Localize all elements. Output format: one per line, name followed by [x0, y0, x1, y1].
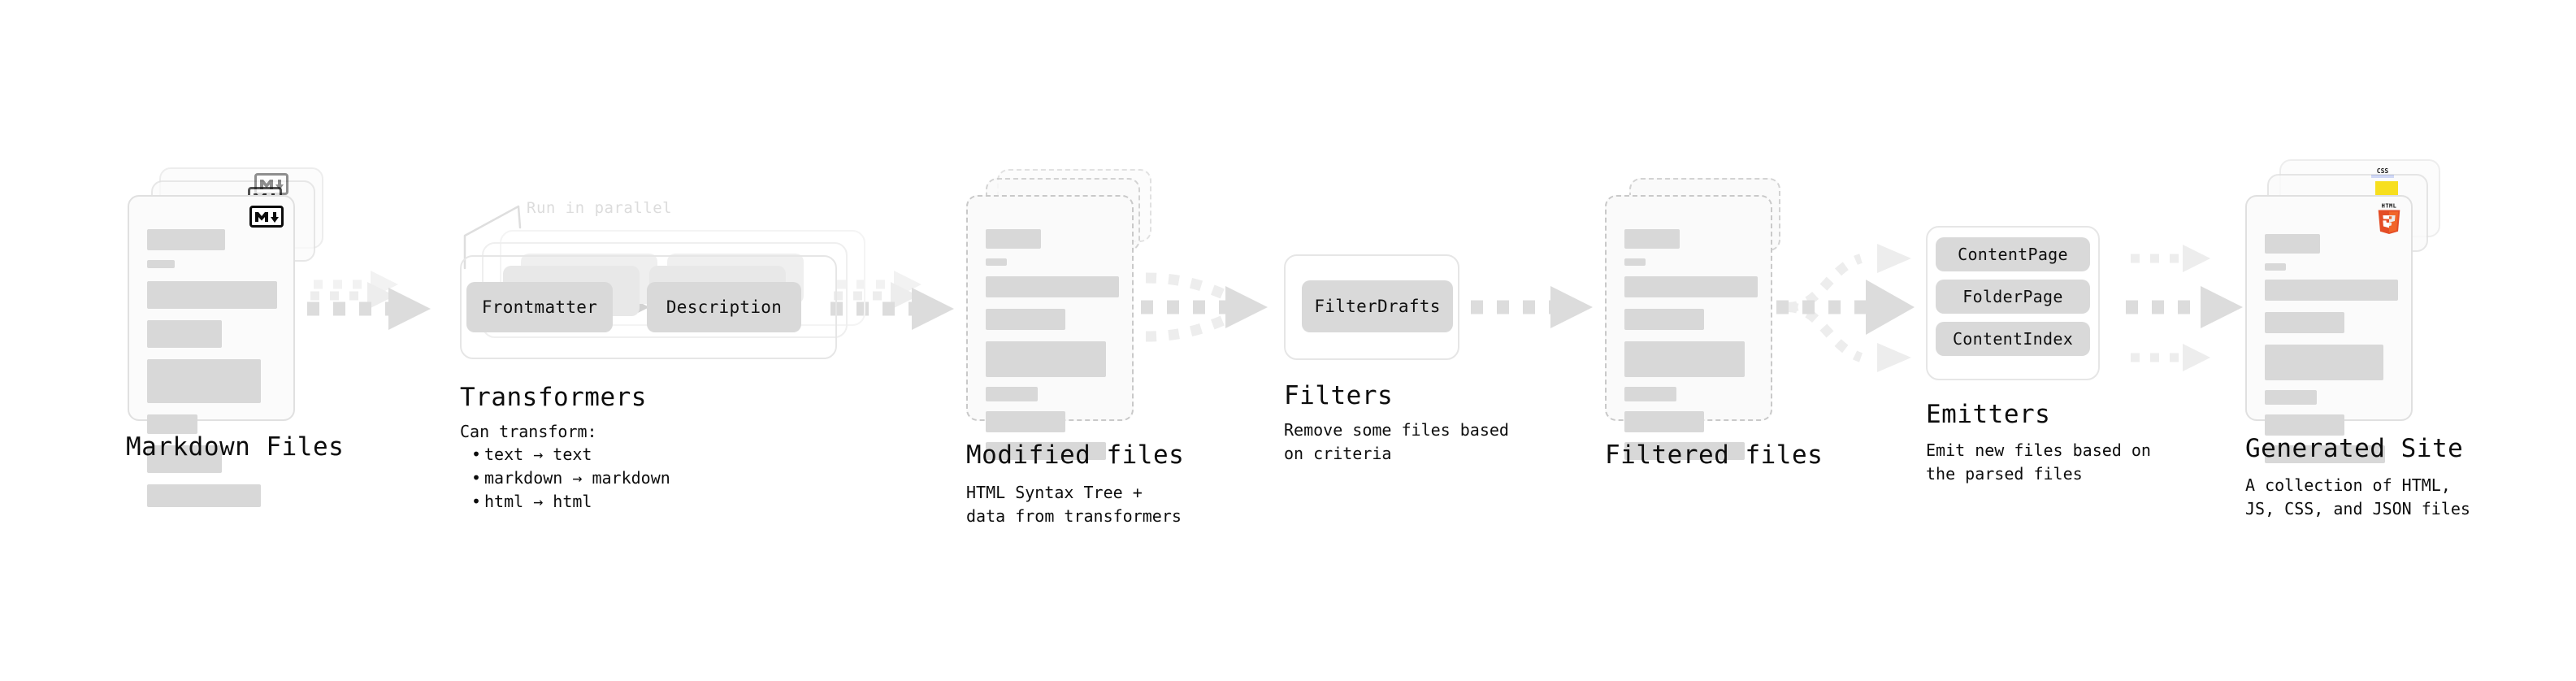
skeleton-row — [147, 414, 197, 434]
skeleton-row — [986, 341, 1106, 377]
arrow-markdown-to-transformers — [307, 271, 431, 330]
skeleton-row — [147, 445, 222, 473]
run-in-parallel-label: Run in parallel — [527, 199, 673, 217]
skeleton-row — [1624, 387, 1676, 401]
stage-desc-modified-files: HTML Syntax Tree + data from transformer… — [966, 483, 1182, 526]
arrow-filtered-to-emitters — [1776, 244, 1915, 372]
bullet-item: html → html — [470, 490, 670, 514]
svg-text:CSS: CSS — [2377, 167, 2389, 175]
stage-title-generated-site: Generated Site — [2245, 434, 2464, 463]
skeleton-row — [147, 359, 261, 403]
stage-desc-filters: Remove some files based on criteria — [1284, 420, 1509, 463]
skeleton-row — [1624, 258, 1646, 266]
skeleton-row — [986, 276, 1119, 297]
html5-icon: HTML — [2375, 202, 2403, 237]
skeleton-row — [147, 484, 261, 507]
skeleton-row — [147, 229, 225, 250]
transformers-group-front — [460, 255, 837, 359]
transformers-subhead: Can transform: — [460, 422, 597, 441]
markdown-glyph — [255, 211, 279, 223]
plugin-pill-frontmatter[interactable]: Frontmatter — [466, 282, 613, 332]
skeleton-row — [2265, 390, 2317, 405]
skeleton-row — [147, 281, 277, 309]
plugin-pill-filterdrafts[interactable]: FilterDrafts — [1302, 280, 1453, 332]
transformers-bullet-list: text → text markdown → markdown html → h… — [470, 443, 670, 514]
skeleton-row — [1624, 341, 1745, 377]
skeleton-row — [1624, 229, 1680, 249]
skeleton-row — [1624, 411, 1704, 432]
skeleton-row — [2265, 312, 2344, 333]
markdown-glyph — [260, 179, 284, 190]
skeleton-row — [147, 320, 222, 348]
arrow-filters-to-filtered — [1471, 286, 1593, 328]
skeleton-row — [986, 442, 1106, 460]
stage-desc-generated-site: A collection of HTML, JS, CSS, and JSON … — [2245, 475, 2470, 518]
filters-group — [1284, 254, 1459, 360]
skeleton-row — [147, 260, 175, 268]
skeleton-row — [2265, 445, 2385, 463]
site-file-card-front: HTML — [2245, 195, 2413, 463]
markdown-icon — [249, 206, 284, 228]
skeleton-row — [1624, 276, 1758, 297]
skeleton-row — [2265, 280, 2398, 301]
arrow-modified-to-filters — [1141, 272, 1268, 342]
plugin-pill-contentpage[interactable]: ContentPage — [1936, 237, 2090, 271]
stage-desc-emitters: Emit new files based on the parsed files — [1926, 440, 2151, 484]
emitters-group — [1926, 226, 2100, 380]
modified-file-card-front — [966, 195, 1134, 460]
skeleton-row — [2265, 234, 2320, 254]
filtered-file-card-front — [1605, 195, 1772, 460]
skeleton-row — [1624, 442, 1745, 460]
arrow-emitters-to-site — [2126, 245, 2243, 371]
skeleton-row — [986, 258, 1007, 266]
skeleton-row — [2265, 345, 2383, 380]
stage-title-modified-files: Modified files — [966, 440, 1185, 470]
javascript-icon — [2375, 181, 2398, 201]
stage-title-emitters: Emitters — [1926, 400, 2051, 429]
skeleton-row — [986, 387, 1038, 401]
skeleton-row — [2265, 414, 2344, 436]
bullet-item: markdown → markdown — [470, 466, 670, 490]
skeleton-row — [986, 229, 1041, 249]
skeleton-row — [986, 411, 1065, 432]
skeleton-row — [1624, 309, 1704, 330]
skeleton-row — [2265, 263, 2286, 271]
stage-title-filters: Filters — [1284, 381, 1394, 410]
svg-text:HTML: HTML — [2382, 202, 2397, 210]
plugin-pill-folderpage[interactable]: FolderPage — [1936, 280, 2090, 314]
plugin-pill-contentindex[interactable]: ContentIndex — [1936, 322, 2090, 356]
skeleton-row — [986, 309, 1065, 330]
markdown-file-card-front — [128, 195, 295, 507]
stage-title-markdown-files: Markdown Files — [126, 432, 345, 462]
bullet-item: text → text — [470, 443, 670, 466]
plugin-pill-description[interactable]: Description — [647, 282, 801, 332]
stage-title-filtered-files: Filtered files — [1605, 440, 1824, 470]
stage-title-transformers: Transformers — [460, 383, 647, 412]
